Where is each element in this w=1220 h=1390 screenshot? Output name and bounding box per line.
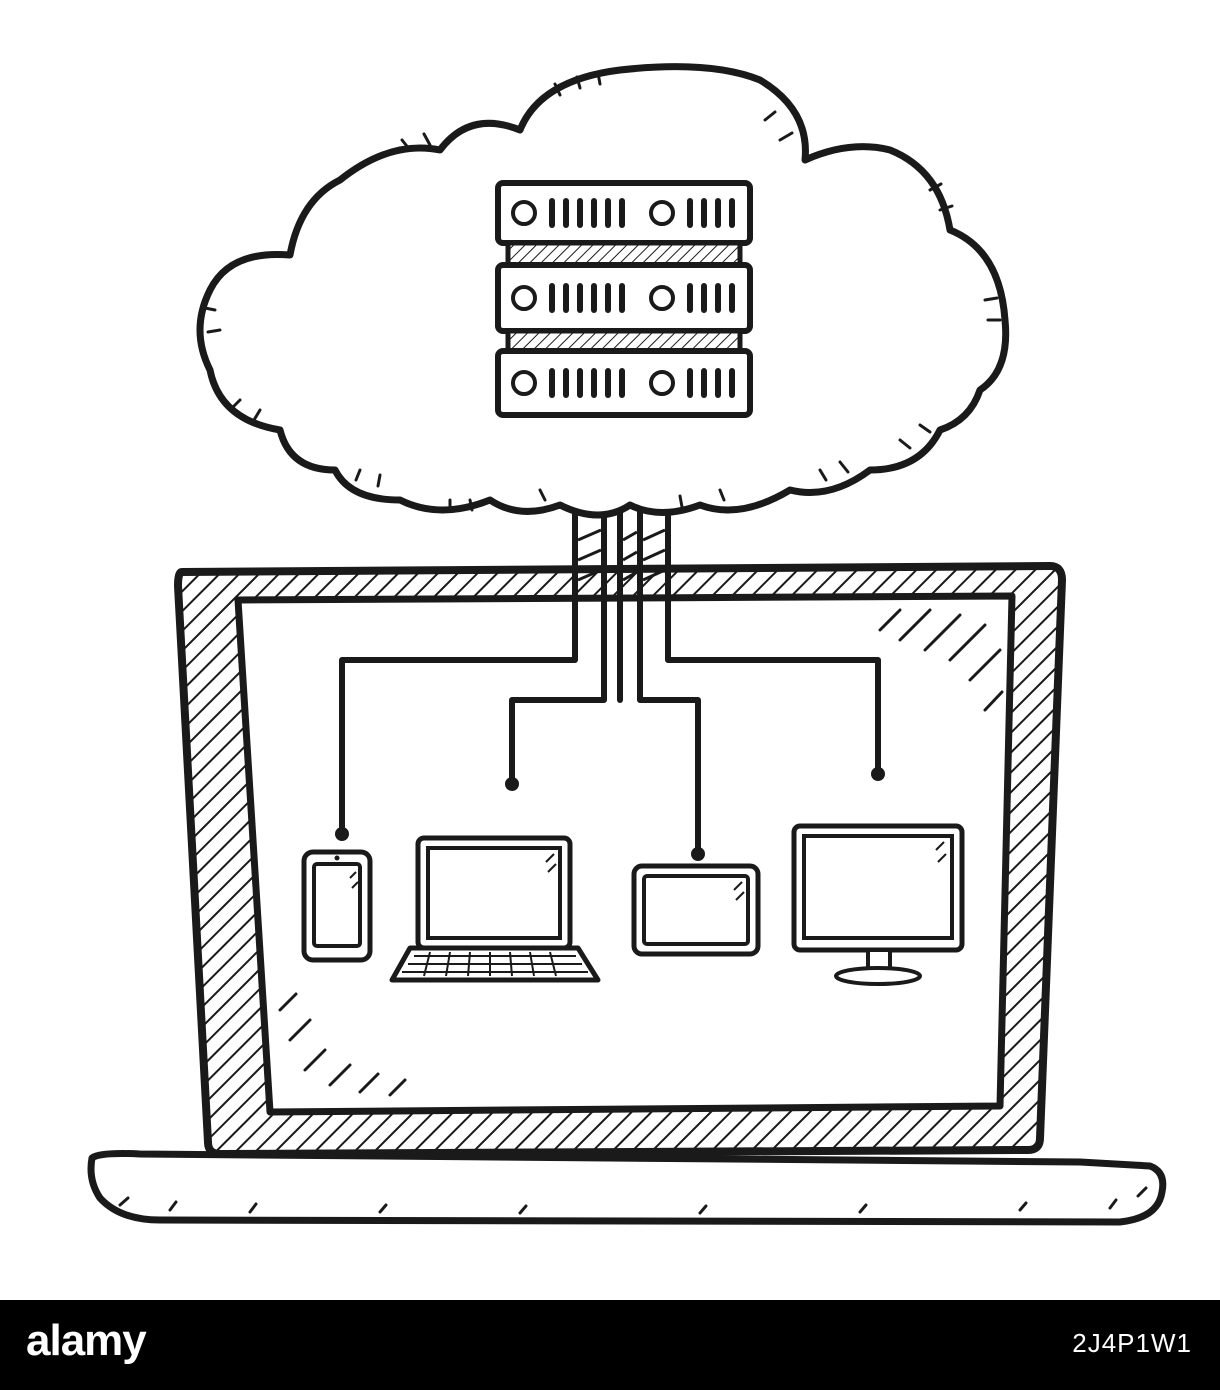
watermark-footer-bar: alamy 2J4P1W1	[0, 1300, 1220, 1390]
cloud-computing-illustration	[87, 63, 1167, 1226]
tablet-icon	[631, 863, 761, 957]
trunk-hatch	[577, 528, 666, 582]
laptop-base	[87, 1150, 1167, 1226]
laptop-screen-frame	[174, 562, 1066, 1158]
network-connections	[339, 502, 881, 853]
alamy-logo: alamy	[26, 1316, 147, 1365]
smartphone-icon	[301, 849, 373, 963]
laptop-icon	[389, 835, 601, 983]
image-code: 2J4P1W1	[1072, 1328, 1192, 1358]
desktop-monitor-icon	[791, 823, 965, 986]
server-stack-icon	[495, 180, 753, 418]
connection-nodes	[335, 767, 885, 861]
screen-shine	[278, 608, 1004, 1097]
